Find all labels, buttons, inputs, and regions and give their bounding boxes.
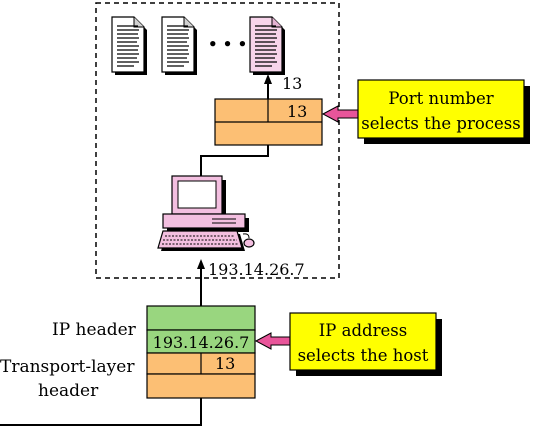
ip-callout: IP address selects the host bbox=[289, 312, 442, 376]
upper-port-value: 13 bbox=[287, 102, 307, 121]
port-callout-line2: selects the process bbox=[361, 114, 520, 133]
document-icon bbox=[249, 16, 285, 75]
port-callout-line1: Port number bbox=[388, 89, 493, 108]
port-callout: Port number selects the process bbox=[357, 79, 530, 144]
ip-header-label: IP header bbox=[52, 320, 137, 340]
ip-callout-arrow bbox=[254, 332, 294, 350]
transport-header-label-line2: header bbox=[38, 381, 99, 401]
port-callout-arrow bbox=[321, 105, 361, 123]
host-boundary bbox=[95, 2, 340, 279]
document-icon bbox=[161, 16, 197, 75]
host-address: 193.14.26.7 bbox=[208, 260, 305, 279]
host-to-packet-line bbox=[200, 145, 269, 176]
computer-icon bbox=[157, 175, 255, 251]
document-icon bbox=[111, 16, 147, 75]
packet-to-host-arrow-head bbox=[197, 259, 205, 269]
transport-header-label-line1: Transport-layer bbox=[0, 357, 135, 377]
lower-port-value: 13 bbox=[215, 354, 235, 373]
incoming-line bbox=[0, 398, 202, 426]
lower-packet: 193.14.26.7 13 bbox=[146, 305, 256, 399]
ellipsis: • • • bbox=[208, 35, 247, 53]
ip-callout-line2: selects the host bbox=[298, 346, 429, 365]
process-arrow-head bbox=[264, 74, 272, 84]
upper-packet: 13 bbox=[214, 98, 323, 146]
port-arrow-label: 13 bbox=[282, 74, 302, 93]
lower-ip-value: 193.14.26.7 bbox=[153, 333, 250, 352]
ip-callout-line1: IP address bbox=[319, 321, 407, 340]
